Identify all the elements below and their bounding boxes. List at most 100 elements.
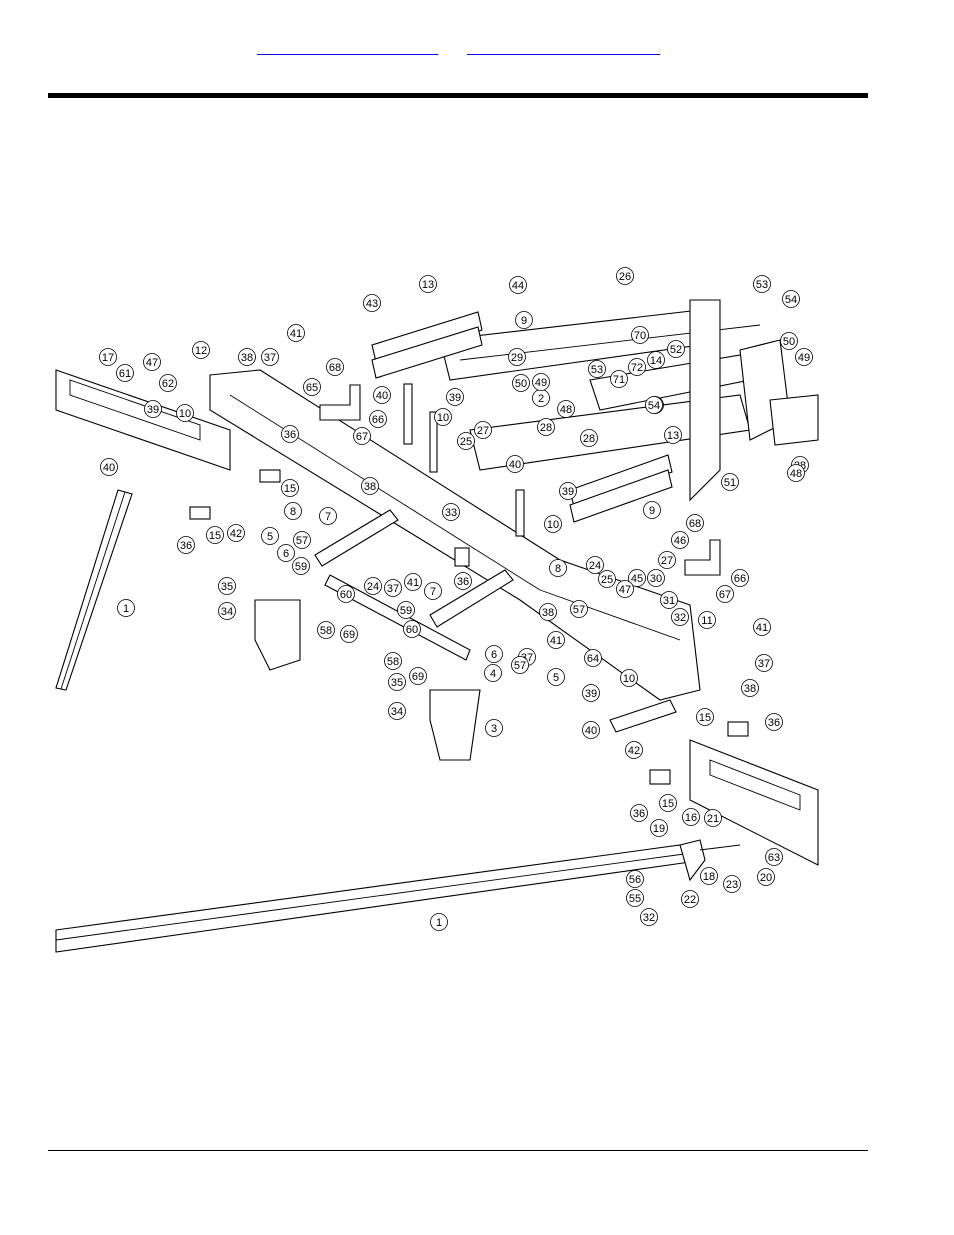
callout-circle <box>117 599 135 617</box>
callout-66: 66 <box>369 410 387 428</box>
callout-circle <box>787 464 805 482</box>
callout-6: 6 <box>485 645 503 663</box>
callout-24: 24 <box>586 556 604 574</box>
callout-number: 6 <box>283 548 289 560</box>
callout-number: 56 <box>629 874 641 886</box>
callout-7: 7 <box>319 507 337 525</box>
callout-7: 7 <box>424 582 442 600</box>
callout-15: 15 <box>659 794 677 812</box>
callout-circle <box>588 360 606 378</box>
callout-circle <box>780 332 798 350</box>
callout-26: 26 <box>616 267 634 285</box>
callout-circle <box>388 673 406 691</box>
callout-number: 32 <box>643 912 655 924</box>
callout-circle <box>659 794 677 812</box>
callout-41: 41 <box>753 618 771 636</box>
callout-number: 39 <box>449 392 461 404</box>
callout-number: 2 <box>538 393 544 405</box>
callout-2: 2 <box>532 389 550 407</box>
callout-circle <box>144 400 162 418</box>
callout-5: 5 <box>261 527 279 545</box>
callout-circle <box>549 559 567 577</box>
callout-number: 38 <box>744 683 756 695</box>
callout-number: 49 <box>535 377 547 389</box>
callout-number: 67 <box>356 431 368 443</box>
callout-number: 50 <box>515 378 527 390</box>
callout-number: 54 <box>648 400 660 412</box>
callout-number: 58 <box>387 656 399 668</box>
callout-20: 20 <box>757 868 775 886</box>
callout-number: 71 <box>613 374 625 386</box>
callout-36: 36 <box>177 536 195 554</box>
callout-number: 42 <box>628 745 640 757</box>
callout-number: 15 <box>284 483 296 495</box>
callout-70: 70 <box>631 326 649 344</box>
callout-circle <box>457 432 475 450</box>
callout-circle <box>287 324 305 342</box>
callout-number: 44 <box>512 280 524 292</box>
callout-circle <box>511 656 529 674</box>
callout-32: 32 <box>640 908 658 926</box>
callout-circle <box>671 608 689 626</box>
callout-6: 6 <box>277 544 295 562</box>
callout-circle <box>782 290 800 308</box>
callout-number: 20 <box>760 872 772 884</box>
callout-10: 10 <box>434 408 452 426</box>
callout-circle <box>664 426 682 444</box>
callout-58: 58 <box>317 621 335 639</box>
callout-circle <box>404 573 422 591</box>
callout-3: 3 <box>485 719 503 737</box>
callout-circle <box>537 418 555 436</box>
callout-circle <box>700 867 718 885</box>
callout-36: 36 <box>630 804 648 822</box>
callout-number: 38 <box>364 481 376 493</box>
callout-number: 36 <box>180 540 192 552</box>
callout-circle <box>474 421 492 439</box>
callout-59: 59 <box>397 601 415 619</box>
callout-69: 69 <box>409 667 427 685</box>
callout-circle <box>620 669 638 687</box>
callout-number: 67 <box>719 589 731 601</box>
callout-circle <box>532 373 550 391</box>
header-link-left[interactable] <box>257 38 438 55</box>
callout-circle <box>506 455 524 473</box>
callout-number: 10 <box>437 412 449 424</box>
callout-circle <box>177 536 195 554</box>
callout-circle <box>628 358 646 376</box>
callout-circle <box>363 294 381 312</box>
callout-10: 10 <box>544 515 562 533</box>
callout-number: 69 <box>343 629 355 641</box>
callout-number: 34 <box>391 706 403 718</box>
callout-number: 55 <box>629 893 641 905</box>
callout-27: 27 <box>474 421 492 439</box>
callout-number: 29 <box>511 352 523 364</box>
callout-circle <box>660 591 678 609</box>
callout-4: 4 <box>484 664 502 682</box>
callout-28: 28 <box>580 429 598 447</box>
callout-35: 35 <box>388 673 406 691</box>
callout-circle <box>512 374 530 392</box>
callout-number: 57 <box>296 535 308 547</box>
callout-number: 5 <box>553 672 559 684</box>
callout-number: 43 <box>366 298 378 310</box>
callout-number: 41 <box>550 635 562 647</box>
callout-42: 42 <box>625 741 643 759</box>
callout-16: 16 <box>682 808 700 826</box>
callout-circle <box>610 370 628 388</box>
callout-40: 40 <box>506 455 524 473</box>
callout-number: 68 <box>689 518 701 530</box>
callout-number: 63 <box>768 852 780 864</box>
callout-8: 8 <box>549 559 567 577</box>
callout-circle <box>430 913 448 931</box>
callout-circle <box>616 267 634 285</box>
callout-number: 39 <box>147 404 159 416</box>
callout-number: 61 <box>119 368 131 380</box>
header-link-right[interactable] <box>467 38 660 55</box>
callout-number: 11 <box>701 615 712 627</box>
callout-15: 15 <box>206 526 224 544</box>
callout-number: 10 <box>547 519 559 531</box>
callout-number: 66 <box>734 573 746 585</box>
callout-circle <box>340 625 358 643</box>
callout-number: 39 <box>562 486 574 498</box>
callout-65: 65 <box>303 378 321 396</box>
